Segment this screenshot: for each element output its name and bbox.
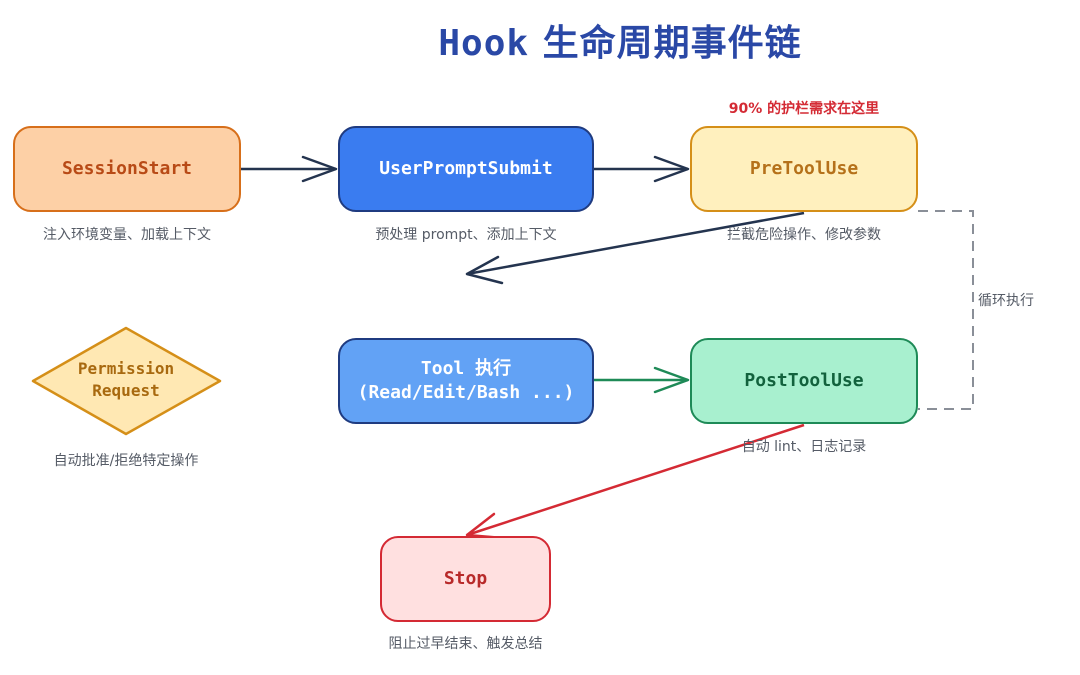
caption-session-start: 注入环境变量、加载上下文 [43,227,211,243]
node-label: PostToolUse [744,369,864,391]
node-label: Stop [443,567,488,589]
loop-label: 循环执行 [978,293,1034,309]
caption-permission-request: 自动批准/拒绝特定操作 [53,453,199,469]
page-title: Hook 生命周期事件链 [0,14,1080,66]
node-user-prompt-submit: UserPromptSubmit [338,126,594,212]
arrow-userprompt-to-pretool [594,155,690,183]
guardrail-annotation: 90% 的护栏需求在这里 [728,101,880,117]
title-cjk: 生命周期事件链 [542,23,802,64]
permission-diamond-shape [31,326,222,436]
node-pre-tool-use: PreToolUse [690,126,918,212]
node-post-tool-use: PostToolUse [690,338,918,424]
node-label: PreToolUse [749,157,859,179]
title-latin: Hook [438,23,530,64]
node-stop: Stop [380,536,551,622]
node-tool-execution: Tool 执行 (Read/Edit/Bash ...) [338,338,594,424]
caption-user-prompt-submit: 预处理 prompt、添加上下文 [375,227,557,243]
arrow-session-to-userprompt [241,155,338,183]
loop-connector [918,210,974,410]
node-session-start: SessionStart [13,126,241,212]
node-label: UserPromptSubmit [379,157,553,179]
caption-stop: 阻止过早结束、触发总结 [388,636,543,652]
node-permission-request: Permission Request [30,324,222,436]
caption-pre-tool-use: 拦截危险操作、修改参数 [727,227,881,243]
node-label-line1: Tool 执行 [420,357,512,379]
caption-post-tool-use: 自动 lint、日志记录 [741,439,867,455]
node-label: Permission Request [77,359,175,400]
node-label-line2: (Read/Edit/Bash ...) [357,382,575,403]
arrow-pretool-to-tool [465,211,805,285]
node-label: SessionStart [61,157,193,179]
arrow-tool-to-posttool [594,366,690,394]
